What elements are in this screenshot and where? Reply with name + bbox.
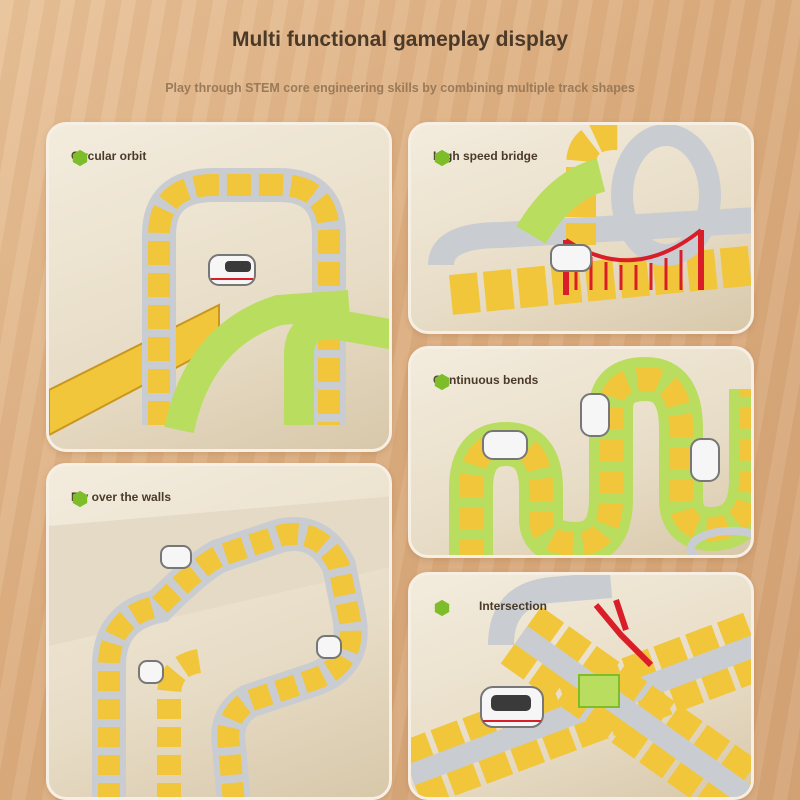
page-title: Multi functional gameplay display bbox=[231, 28, 569, 51]
label-text: Continuous bends bbox=[433, 373, 539, 387]
green-hexagon-icon bbox=[72, 490, 88, 508]
panel-continuous-bends: Continuous bends bbox=[408, 346, 754, 558]
label-continuous-bends: Continuous bends bbox=[433, 373, 539, 391]
label-text: High speed bridge bbox=[433, 149, 538, 163]
label-text: Fly over the walls bbox=[71, 490, 172, 504]
label-high-speed-bridge: High speed bridge bbox=[433, 149, 538, 167]
label-intersection: Intersection bbox=[433, 599, 548, 617]
green-hexagon-icon bbox=[434, 373, 450, 391]
intersection-illustration bbox=[411, 575, 751, 797]
green-hexagon-icon bbox=[434, 599, 450, 617]
label-fly-over-walls: Fly over the walls bbox=[71, 490, 172, 508]
circular-orbit-illustration bbox=[49, 168, 389, 437]
continuous-bends-illustration bbox=[449, 356, 751, 555]
label-text: Circular orbit bbox=[71, 149, 147, 163]
fly-over-walls-illustration bbox=[49, 496, 389, 797]
panel-fly-over-walls: Fly over the walls bbox=[46, 463, 392, 800]
green-hexagon-icon bbox=[434, 149, 450, 167]
high-speed-bridge-illustration bbox=[428, 125, 751, 315]
label-circular-orbit: Circular orbit bbox=[71, 149, 147, 167]
panel-high-speed-bridge: High speed bridge bbox=[408, 122, 754, 334]
page-subtitle: Play through STEM core engineering skill… bbox=[165, 81, 635, 95]
panel-circular-orbit: Circular orbit bbox=[46, 122, 392, 452]
green-hexagon-icon bbox=[72, 149, 88, 167]
panel-intersection: Intersection bbox=[408, 572, 754, 800]
label-text: Intersection bbox=[479, 599, 548, 613]
